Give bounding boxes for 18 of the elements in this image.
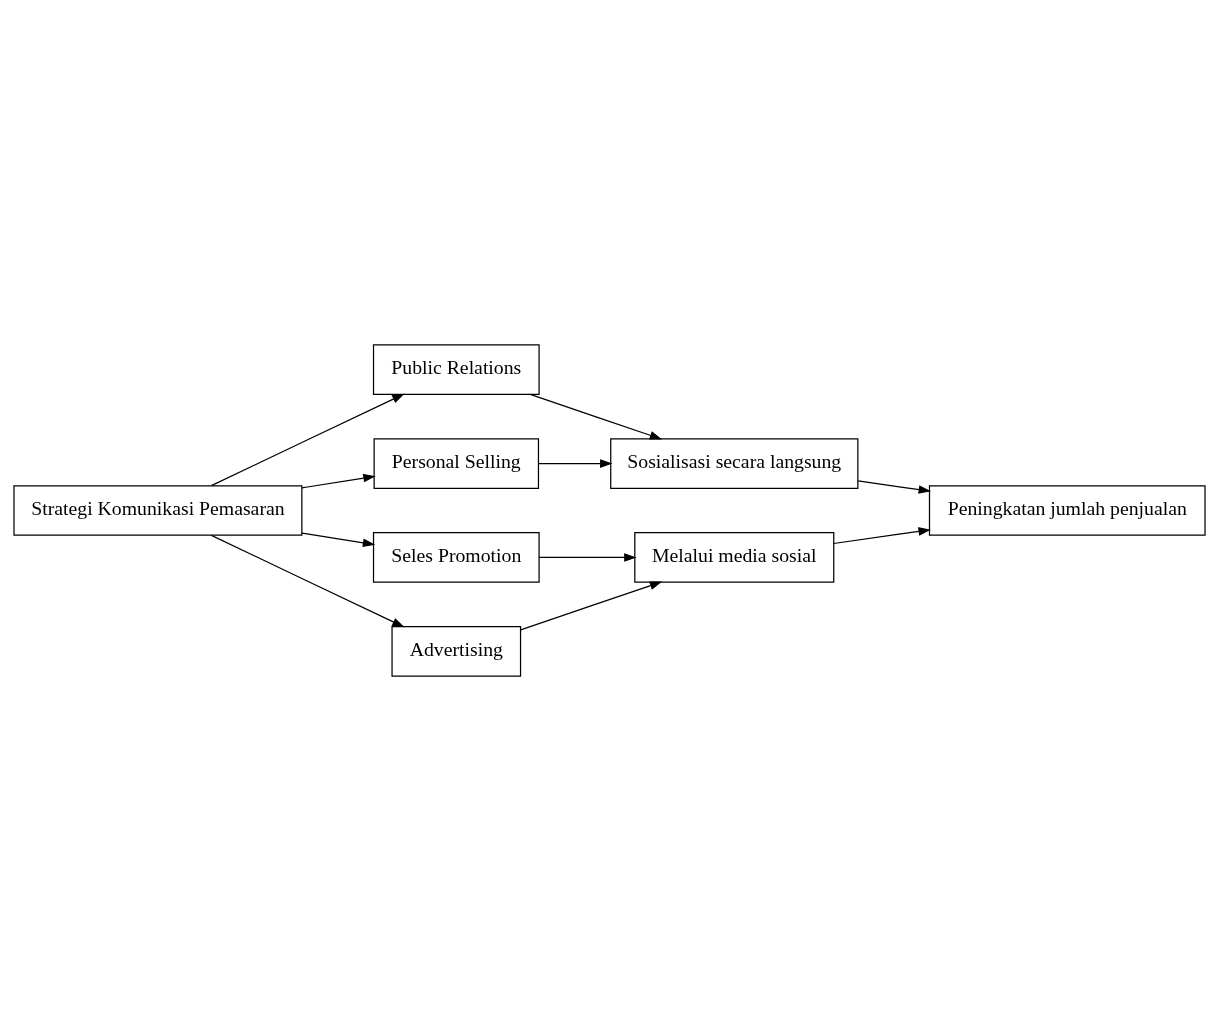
arrow	[857, 479, 932, 494]
arrow	[520, 581, 663, 630]
arrow	[301, 473, 376, 488]
node-box: Strategi Komunikasi Pemasaran	[13, 484, 303, 536]
node-box: Peningkatan jumlah penjualan	[928, 484, 1206, 536]
node-box: Sosialisasi secara langsung	[610, 437, 859, 489]
arrow	[301, 532, 376, 547]
arrow	[833, 526, 931, 544]
arrow	[538, 552, 637, 562]
arrow	[210, 534, 405, 627]
arrow	[529, 393, 663, 439]
arrow	[210, 393, 405, 486]
node-box: Seles Promotion	[372, 531, 540, 583]
node-box: Personal Selling	[373, 437, 540, 489]
node-box: Public Relations	[372, 343, 540, 395]
node-box: Advertising	[391, 625, 522, 677]
node-box: Melalui media sosial	[634, 531, 835, 583]
arrow	[538, 458, 613, 468]
